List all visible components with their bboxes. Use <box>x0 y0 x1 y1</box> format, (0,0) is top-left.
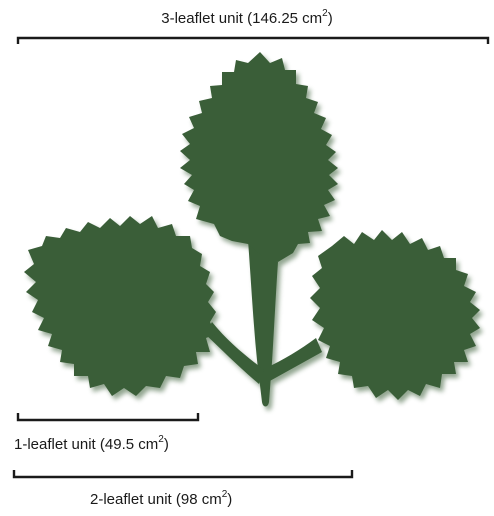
bracket-1-leaflet <box>18 413 198 420</box>
three-leaflet-label: 3-leaflet unit (146.25 cm2) <box>0 10 494 28</box>
two-leaflet-label: 2-leaflet unit (98 cm2) <box>90 491 232 509</box>
bracket-3-leaflet <box>18 38 488 44</box>
trifoliate-leaf <box>24 52 480 407</box>
bracket-2-leaflet <box>14 470 352 477</box>
one-leaflet-label: 1-leaflet unit (49.5 cm2) <box>14 436 169 454</box>
top-leaflet <box>180 52 338 262</box>
